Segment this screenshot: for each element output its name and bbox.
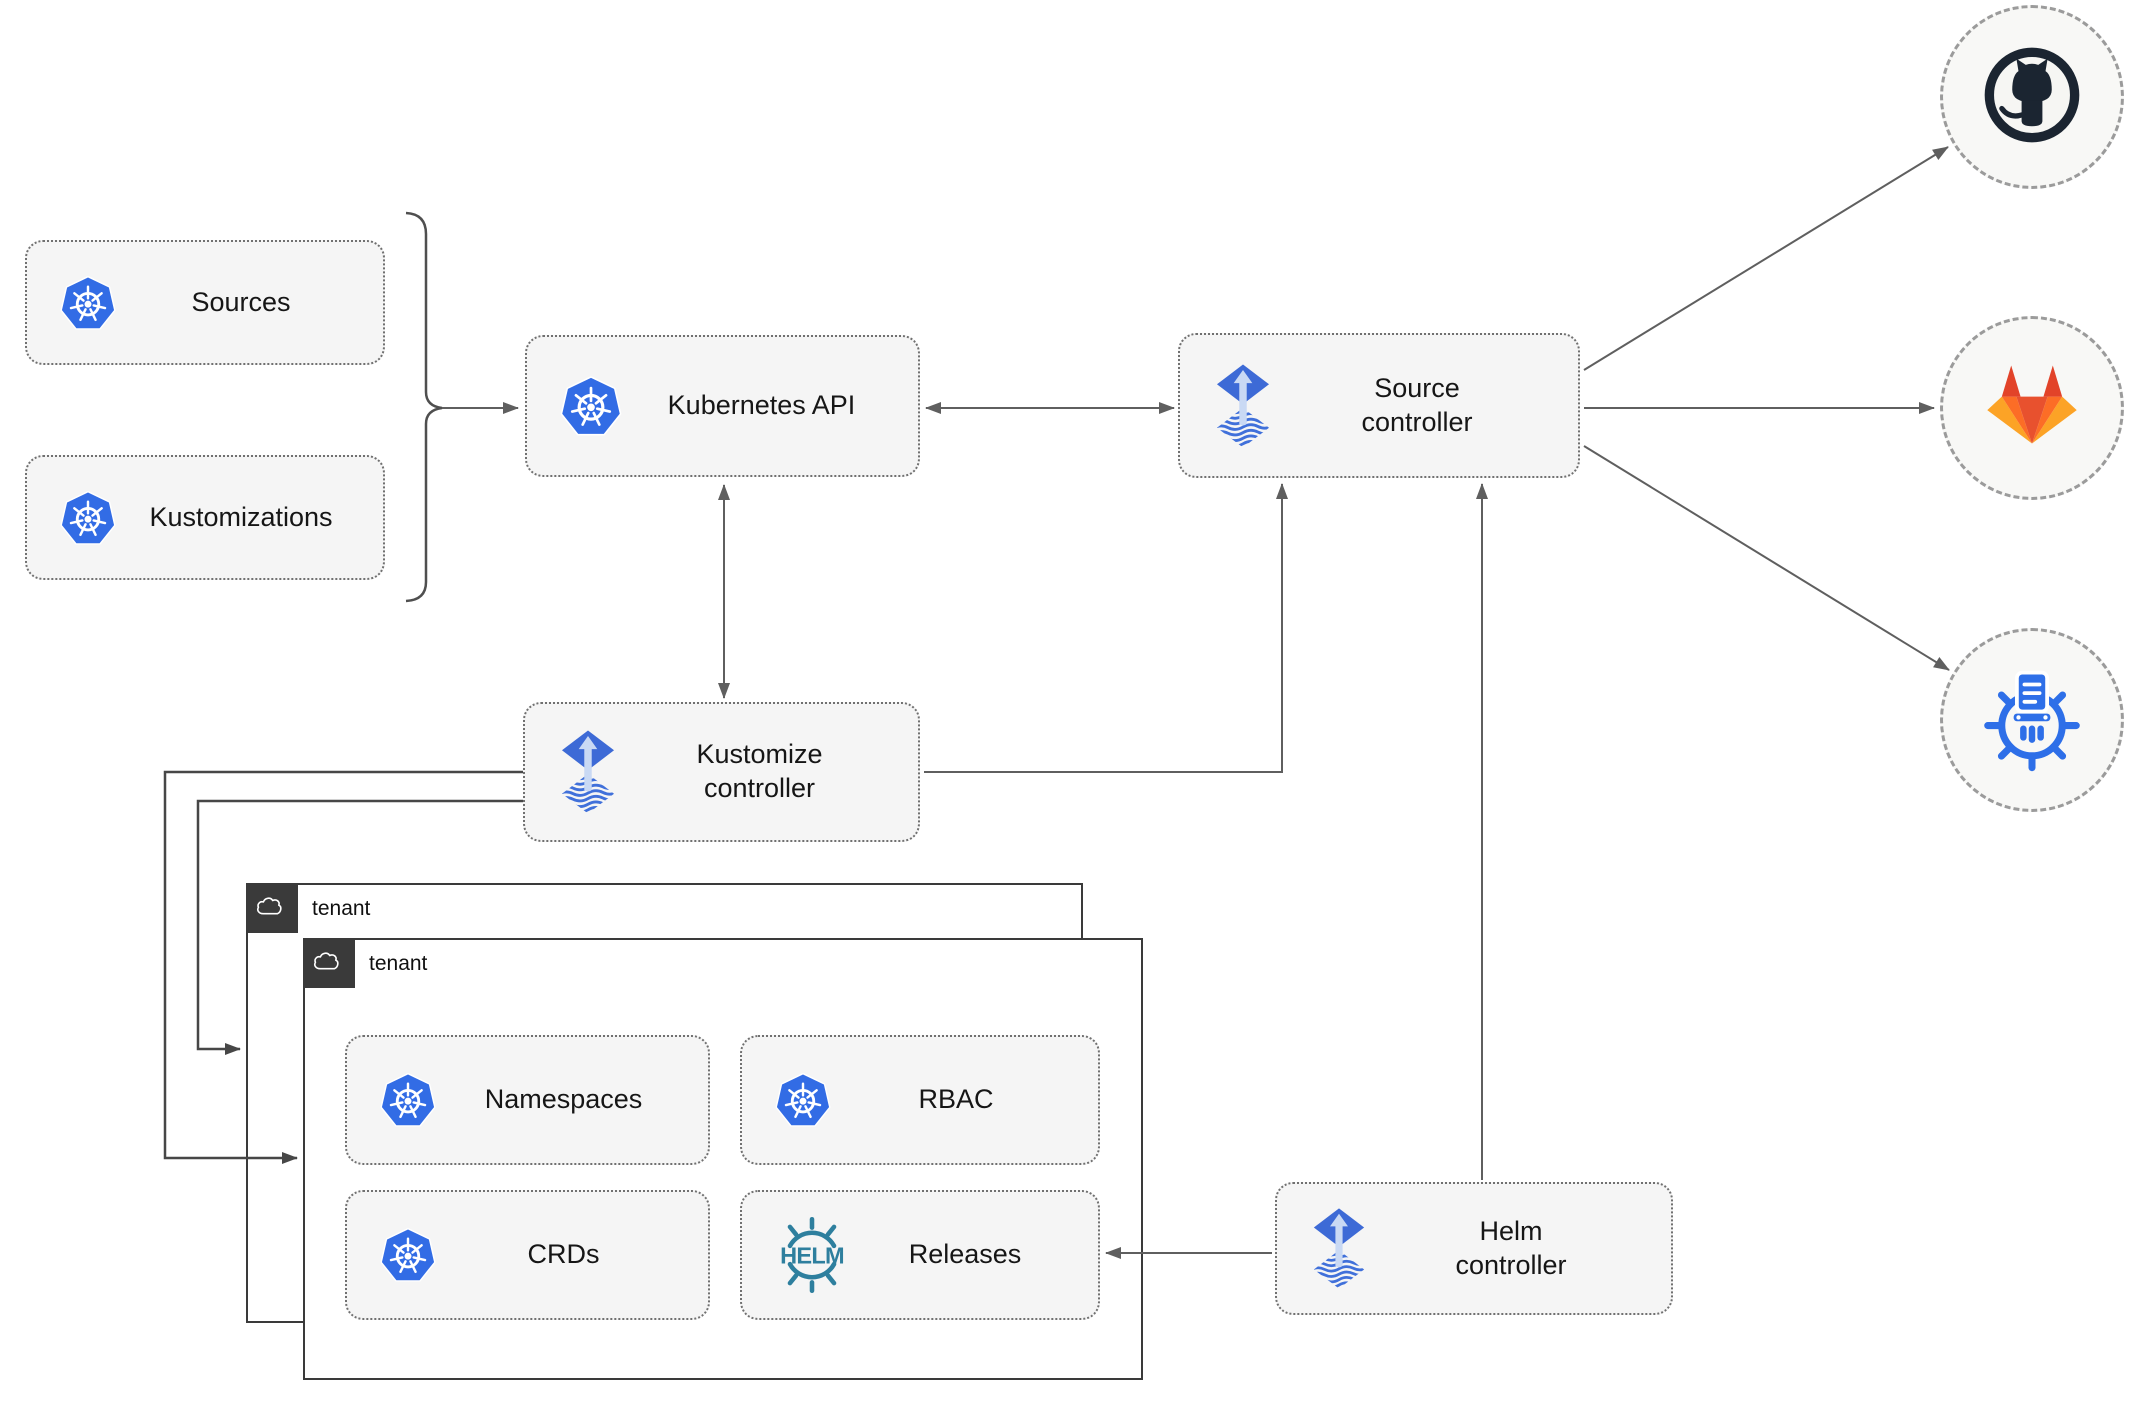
node-kustomize-controller: Kustomize controller xyxy=(523,702,920,842)
node-label: Namespaces xyxy=(484,1084,643,1115)
node-namespaces: Namespaces xyxy=(345,1035,710,1165)
flux-icon xyxy=(1212,362,1274,450)
node-label: Sources xyxy=(191,286,291,317)
arrow-source-to-github xyxy=(1583,146,1949,371)
node-kubernetes-api: Kubernetes API xyxy=(525,335,920,477)
kubernetes-icon xyxy=(379,1226,437,1284)
tenant-label: tenant xyxy=(312,897,371,920)
kubernetes-icon xyxy=(379,1071,437,1129)
helm-icon xyxy=(774,1217,850,1293)
kubernetes-icon xyxy=(59,489,117,547)
registry-target xyxy=(1940,628,2124,812)
kubernetes-icon xyxy=(774,1071,832,1129)
node-kustomizations: Kustomizations xyxy=(25,455,385,580)
gitlab-icon xyxy=(1980,360,2084,457)
node-label: Kubernetes API xyxy=(667,390,856,421)
flux-icon xyxy=(557,728,619,816)
node-label: Helm controller xyxy=(1455,1215,1567,1280)
kubernetes-icon xyxy=(59,274,117,332)
arrow-kustomize-to-source xyxy=(924,483,1288,773)
brace-sources-kustomizations xyxy=(405,211,443,603)
node-label: Releases xyxy=(908,1239,1022,1270)
node-crds: CRDs xyxy=(345,1190,710,1320)
node-rbac: RBAC xyxy=(740,1035,1100,1165)
kubernetes-icon xyxy=(559,374,623,438)
github-icon xyxy=(1980,43,2084,152)
node-releases: Releases xyxy=(740,1190,1100,1320)
gitlab-target xyxy=(1940,316,2124,500)
node-sources: Sources xyxy=(25,240,385,365)
tenant-label: tenant xyxy=(369,952,428,975)
node-label: Kustomizations xyxy=(149,501,333,532)
arrow-kustomize-to-tenant-front xyxy=(163,770,523,1164)
node-label: Kustomize controller xyxy=(696,739,823,803)
github-target xyxy=(1940,5,2124,189)
arrow-source-to-registry xyxy=(1583,445,1950,671)
node-label: CRDs xyxy=(527,1239,600,1270)
tenant-tab xyxy=(303,938,355,988)
flux-icon xyxy=(1309,1206,1369,1291)
node-helm-controller: Helm controller xyxy=(1275,1182,1673,1315)
node-source-controller: Source controller xyxy=(1178,333,1580,478)
node-label: Source controller xyxy=(1361,372,1473,437)
node-label: RBAC xyxy=(918,1084,994,1115)
manifest-wheel-icon xyxy=(1978,664,2086,777)
arrow-kustomize-to-tenant-back xyxy=(196,799,523,1055)
tenant-tab xyxy=(246,883,298,933)
